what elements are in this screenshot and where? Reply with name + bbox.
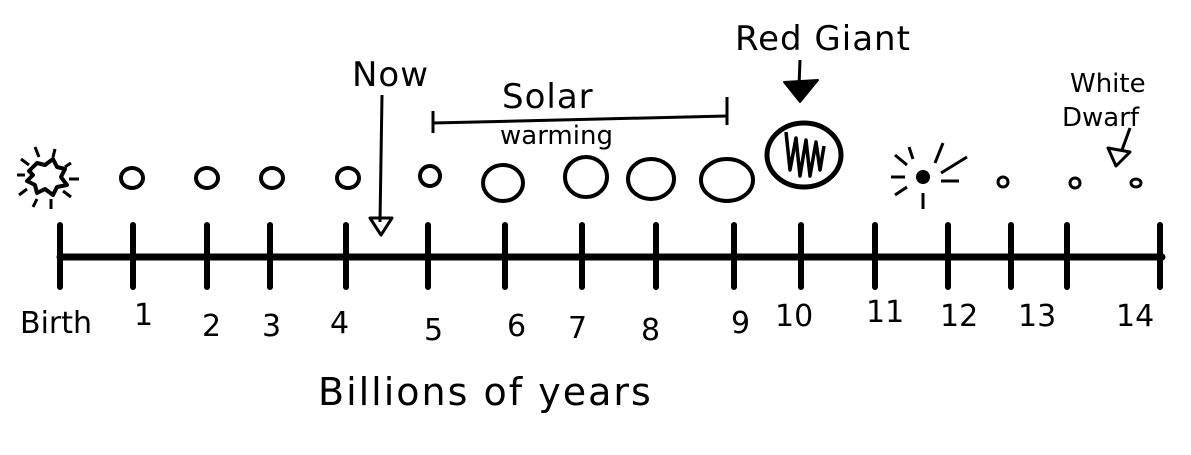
red-giant-label: Red Giant [735,19,911,59]
collapse-burst-icon [891,142,968,209]
tick-label: 6 [507,309,526,344]
sun-icon [699,157,755,203]
now-arrow-head [368,216,394,237]
white-dwarf-arrow-shaft [1120,127,1132,151]
white-dwarf-icon [1068,176,1082,190]
sun-icon [259,166,285,190]
now-arrow-shaft [378,94,384,223]
solar-warming-bracket [432,114,728,125]
sun-icon [481,163,525,203]
tick-label: 5 [424,313,443,348]
red-giant-icon [764,120,844,190]
tick-label: 13 [1018,299,1056,334]
solar-warming-label-line2: warming [500,121,613,151]
tick-label: Birth [20,306,92,341]
white-dwarf-icon [996,175,1010,189]
tick-label: 11 [866,295,904,330]
red-giant-arrow-head [783,79,819,103]
white-dwarf-icon [1129,177,1143,189]
white-dwarf-arrow-head [1106,146,1132,168]
tick-label: 10 [775,299,813,334]
sun-icon [335,166,361,190]
tick-label: 12 [940,299,978,334]
tick-label: 14 [1116,299,1154,334]
tick-label: 7 [568,311,587,346]
sun-icon [626,157,676,201]
solar-warming-label-line1: Solar [502,77,594,117]
tick-label: 8 [641,313,660,348]
tick-label: 1 [134,298,153,333]
now-label: Now [352,55,429,95]
birth-star-icon [17,146,79,209]
tick-label: 3 [262,309,281,344]
sun-icon [194,166,220,190]
axis-title: Billions of years [318,370,653,414]
sun-icon [418,164,442,188]
tick-label: 4 [330,306,349,341]
timeline-ticks [57,222,1163,290]
white-dwarf-label-line1: White [1070,69,1146,99]
tick-label: 9 [731,306,750,341]
white-dwarf-label-line2: Dwarf [1062,103,1140,133]
sun-icon [119,166,145,190]
tick-label: 2 [202,309,221,344]
sun-icon [563,155,609,199]
